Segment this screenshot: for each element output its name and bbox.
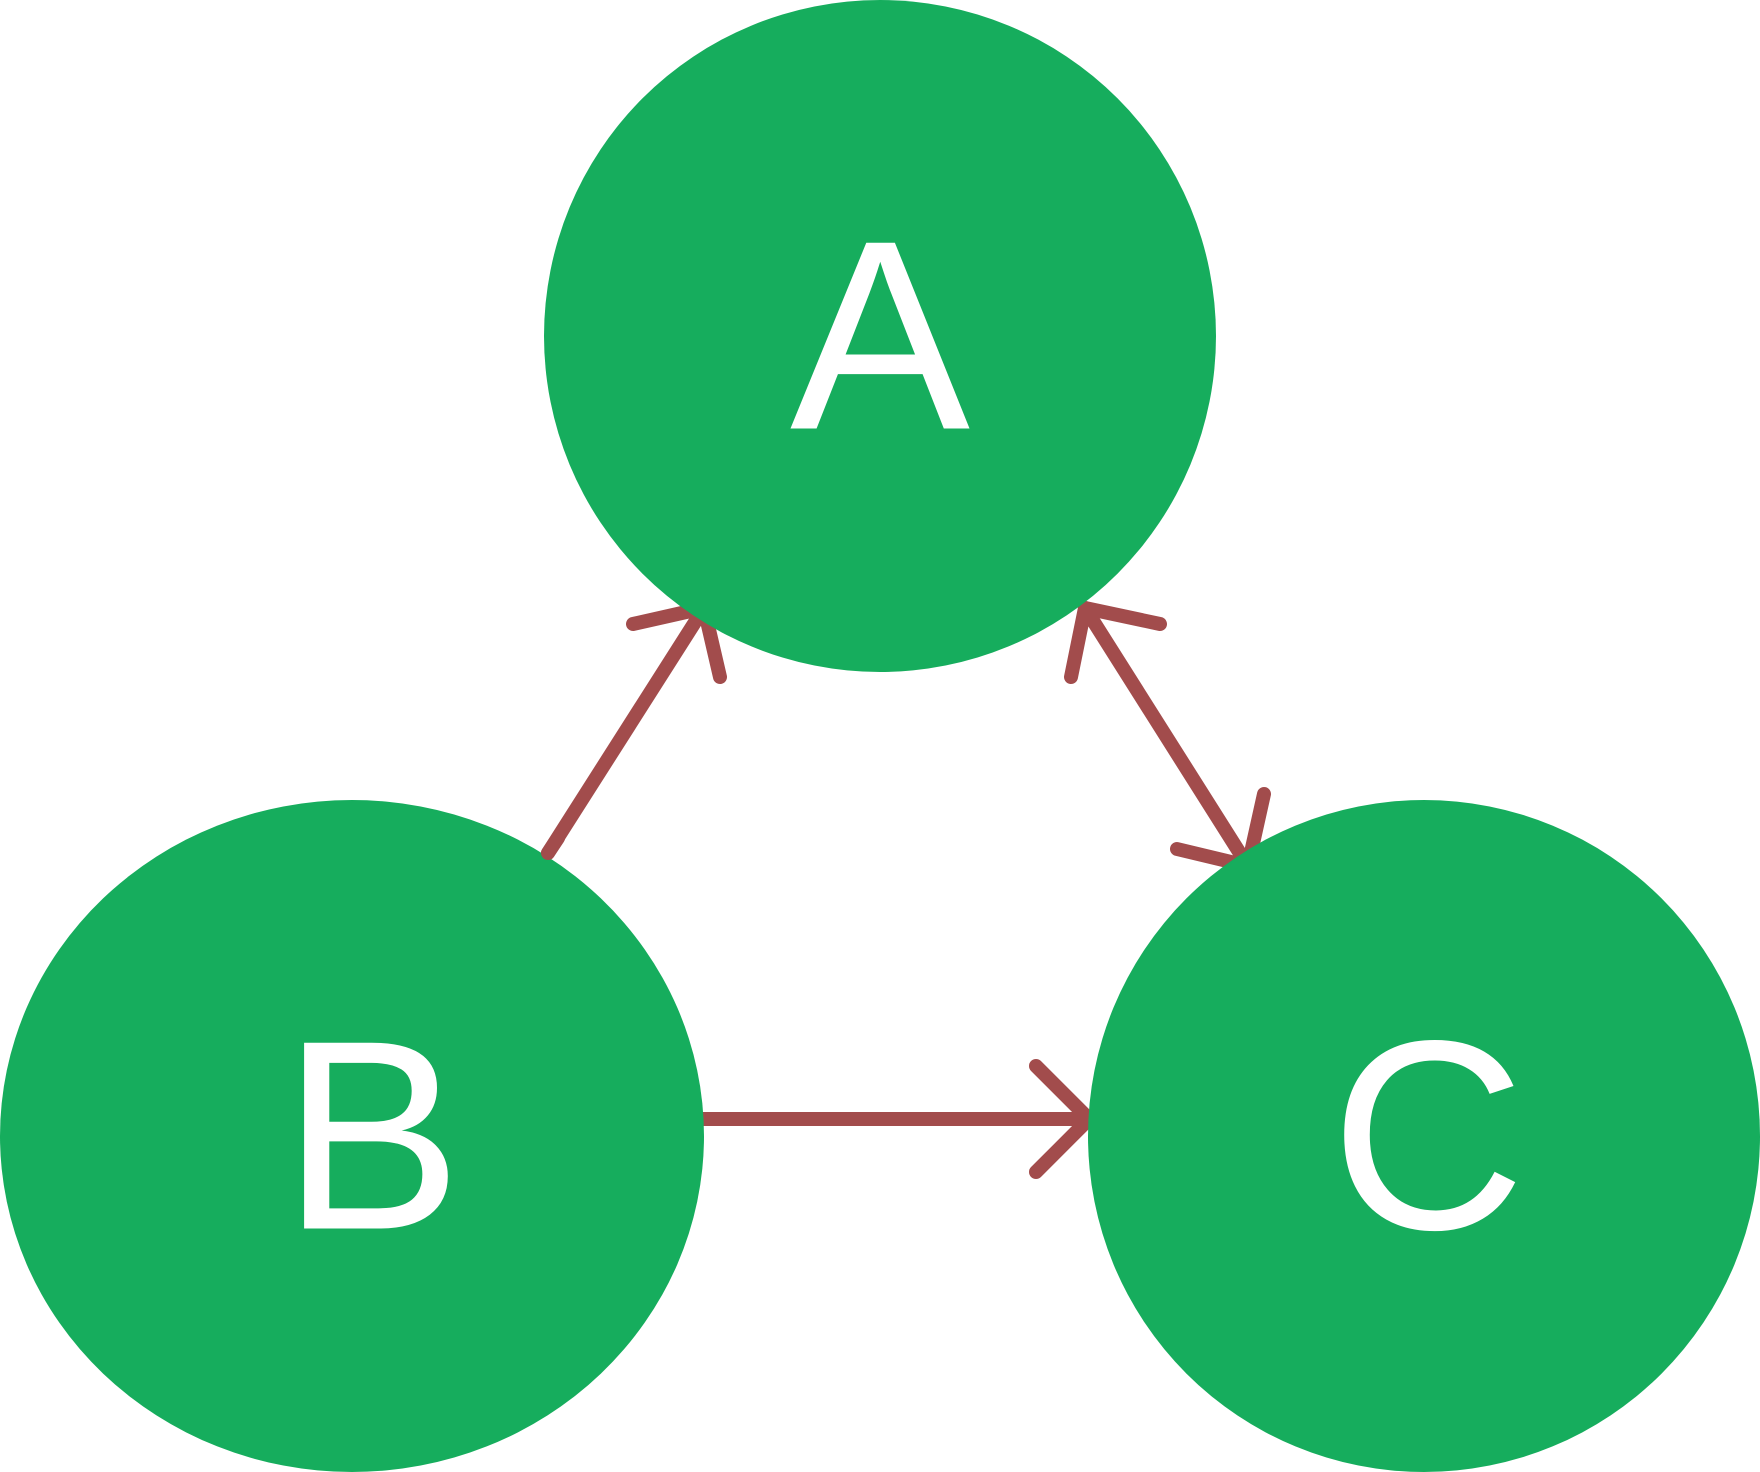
edge-a-to-c-arrowhead-start [1064, 601, 1167, 684]
edge-a-to-c [1064, 601, 1271, 873]
node-c[interactable]: C [1088, 800, 1760, 1472]
edge-b-to-c [693, 1059, 1096, 1179]
node-a[interactable]: A [544, 0, 1216, 672]
node-b-circle [0, 800, 704, 1472]
edge-b-to-a [541, 601, 727, 860]
node-b-label: B [282, 986, 462, 1287]
node-c-circle [1088, 800, 1760, 1472]
node-a-label: A [790, 186, 971, 487]
node-c-label: C [1331, 986, 1526, 1287]
edge-b-to-a-line-overlay [541, 831, 565, 860]
node-a-circle [544, 0, 1216, 672]
node-b[interactable]: B [0, 800, 704, 1472]
edge-a-to-c-line [1078, 601, 1255, 873]
edge-overlay [541, 831, 565, 860]
edge-b-to-a-line [541, 601, 711, 860]
